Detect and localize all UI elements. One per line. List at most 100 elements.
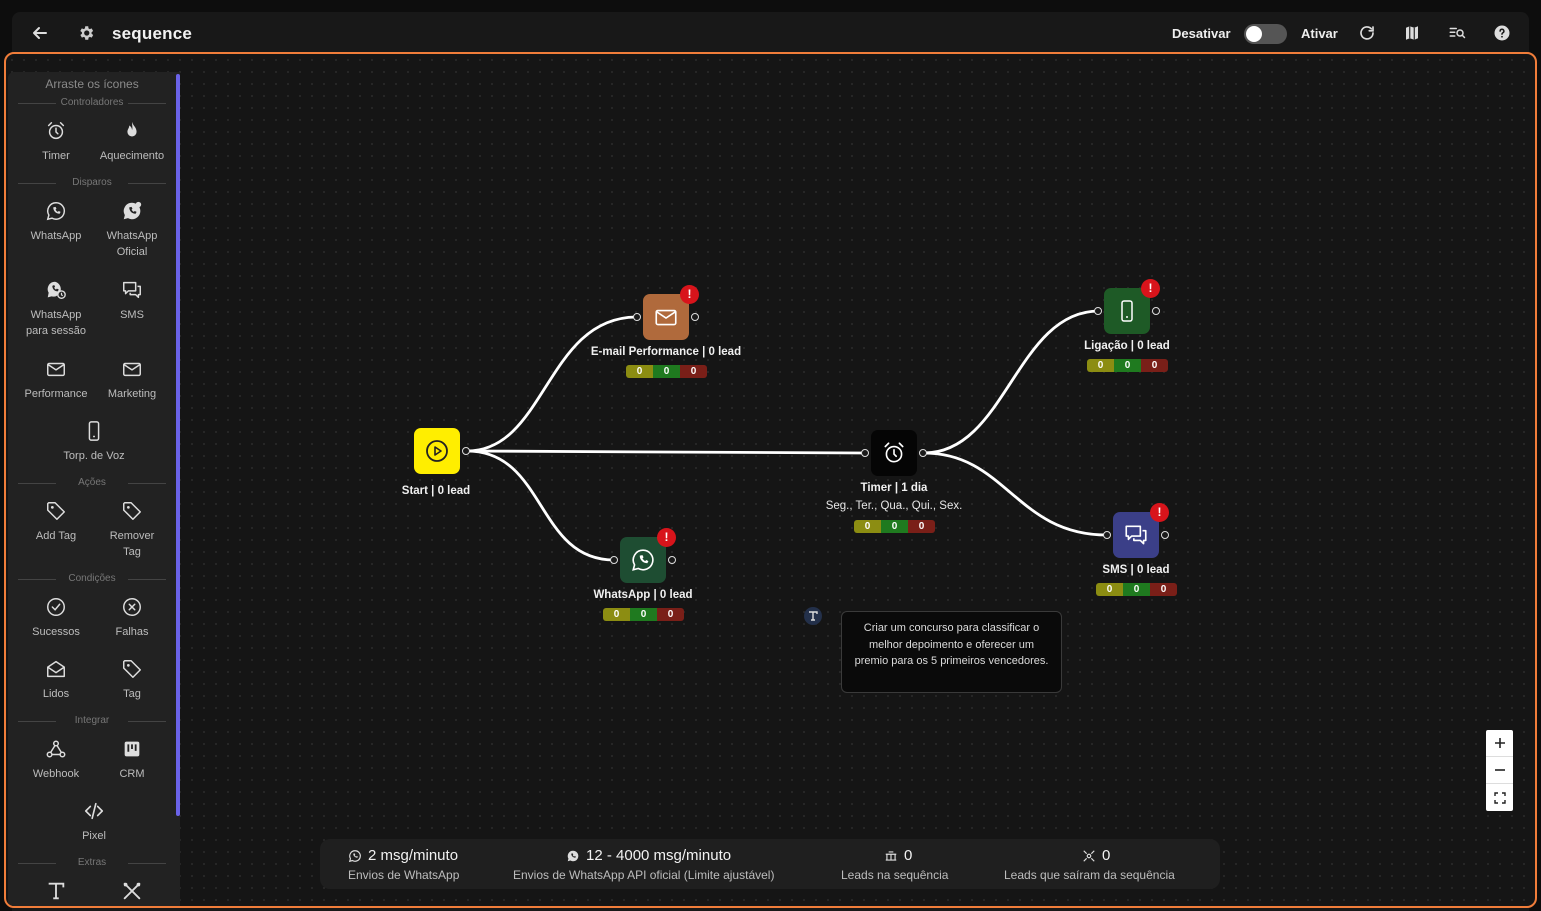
call-node-label: Ligação | 0 lead: [1084, 340, 1170, 352]
timer-node[interactable]: [871, 430, 917, 476]
tool-voice[interactable]: Torp. de Voz: [56, 420, 132, 464]
stat-desc: Leads na sequência: [841, 868, 949, 882]
minus-icon: [1494, 769, 1505, 771]
tool-failures[interactable]: Falhas: [94, 596, 170, 640]
tool-read[interactable]: Lidos: [18, 658, 94, 702]
activation-toggle[interactable]: [1244, 24, 1287, 44]
tool-whatsapp-session[interactable]: WhatsApp para sessão: [18, 279, 94, 339]
tool-tag-condition[interactable]: Tag: [94, 658, 170, 702]
webhook-icon: [46, 740, 66, 758]
users-icon: [885, 850, 897, 861]
tool-label: Pixel: [82, 830, 106, 842]
timer-days: Seg., Ter., Qua., Qui., Sex.: [825, 500, 963, 512]
tool-label: Timer: [42, 150, 70, 162]
tool-text-note[interactable]: [18, 880, 94, 906]
section-controllers: Controladores: [18, 97, 166, 109]
sms-output-port[interactable]: [1161, 531, 1169, 539]
sticky-note[interactable]: Criar um concurso para classificar o mel…: [841, 611, 1062, 693]
start-output-port[interactable]: [462, 447, 470, 455]
palette-heading: Arraste os ícones: [45, 77, 139, 91]
call-output-port[interactable]: [1152, 307, 1160, 315]
tool-remove-tag[interactable]: Remover Tag: [94, 500, 170, 560]
phone-icon: [1121, 300, 1133, 322]
section-conditions: Condições: [18, 573, 166, 585]
whatsapp-icon: [348, 849, 361, 862]
back-arrow-icon[interactable]: [30, 23, 50, 43]
start-node[interactable]: [414, 428, 460, 474]
count-failed: 0: [1150, 583, 1177, 596]
tool-tools[interactable]: [94, 880, 170, 906]
fit-view-button[interactable]: [1486, 784, 1513, 811]
email-node-label: E-mail Performance | 0 lead: [590, 346, 742, 358]
tool-timer[interactable]: Timer: [18, 120, 94, 164]
tag-icon: [123, 660, 141, 678]
tool-webhook[interactable]: Webhook: [18, 738, 94, 782]
tool-email-marketing[interactable]: Marketing: [94, 358, 170, 402]
tool-sms[interactable]: SMS: [94, 279, 170, 323]
tag-icon: [123, 502, 141, 520]
tool-label: Sucessos: [32, 626, 80, 638]
zoom-controls: [1486, 730, 1513, 811]
edge-start-timer: [466, 449, 866, 455]
whatsapp-counts: 0 0 0: [603, 608, 684, 621]
refresh-icon[interactable]: [1358, 24, 1376, 42]
section-integrate: Integrar: [18, 715, 166, 727]
flow-canvas[interactable]: Arraste os ícones Controladores Timer Aq…: [4, 52, 1537, 908]
count-success: 0: [653, 365, 680, 378]
stat-leads-in: 0 Leads na sequência: [841, 839, 948, 882]
help-icon[interactable]: [1493, 24, 1511, 42]
tool-warmup[interactable]: Aquecimento: [94, 120, 170, 164]
tool-whatsapp-official[interactable]: WhatsApp Oficial: [94, 200, 170, 260]
deactivate-label: Desativar: [1172, 26, 1231, 41]
edge-start-email: [466, 315, 638, 453]
map-icon[interactable]: [1403, 24, 1421, 42]
sms-node-label: SMS | 0 lead: [1102, 564, 1170, 576]
count-failed: 0: [1141, 359, 1168, 372]
call-node[interactable]: [1104, 288, 1150, 334]
timer-input-port[interactable]: [861, 449, 869, 457]
search-list-icon[interactable]: [1448, 24, 1466, 42]
tool-label: CRM: [119, 768, 145, 780]
sms-node[interactable]: [1113, 512, 1159, 558]
warning-badge[interactable]: !: [657, 528, 676, 547]
envelope-open-icon: [47, 660, 65, 678]
whatsapp-input-port[interactable]: [610, 556, 618, 564]
whatsapp-node[interactable]: [620, 537, 666, 583]
code-icon: [84, 802, 104, 820]
call-input-port[interactable]: [1094, 307, 1102, 315]
section-extras: Extras: [18, 857, 166, 869]
gear-icon[interactable]: [77, 24, 95, 42]
zoom-out-button[interactable]: [1486, 757, 1513, 784]
count-success: 0: [881, 520, 908, 533]
zoom-in-button[interactable]: [1486, 730, 1513, 757]
stat-whatsapp-rate: 2 msg/minuto Envios de WhatsApp: [348, 839, 459, 882]
top-bar: sequence Desativar Ativar: [12, 12, 1529, 54]
whatsapp-output-port[interactable]: [668, 556, 676, 564]
edge-start-whatsapp: [466, 449, 615, 562]
tool-success[interactable]: Sucessos: [18, 596, 94, 640]
warning-badge[interactable]: !: [1141, 279, 1160, 298]
tool-crm[interactable]: CRM: [94, 738, 170, 782]
tool-pixel[interactable]: Pixel: [56, 800, 132, 844]
warning-badge[interactable]: !: [1150, 503, 1169, 522]
timer-node-label: Timer | 1 dia: [860, 482, 928, 494]
play-icon: [426, 440, 448, 462]
email-output-port[interactable]: [691, 313, 699, 321]
tool-label: Torp. de Voz: [63, 450, 125, 462]
tool-whatsapp[interactable]: WhatsApp: [18, 200, 94, 244]
email-input-port[interactable]: [633, 313, 641, 321]
start-node-label: Start | 0 lead: [401, 485, 471, 497]
palette-scrollbar[interactable]: [176, 74, 180, 816]
warning-badge[interactable]: !: [680, 285, 699, 304]
tool-add-tag[interactable]: Add Tag: [18, 500, 94, 544]
note-handle-icon[interactable]: [804, 607, 822, 625]
email-node[interactable]: [643, 294, 689, 340]
tool-label: Tag: [123, 688, 141, 700]
section-actions: Ações: [18, 477, 166, 489]
tool-email-performance[interactable]: Performance: [18, 358, 94, 402]
toggle-knob: [1246, 26, 1262, 42]
timer-output-port[interactable]: [919, 449, 927, 457]
sms-input-port[interactable]: [1103, 531, 1111, 539]
tool-palette: Arraste os ícones Controladores Timer Aq…: [8, 72, 180, 906]
section-dispatches: Disparos: [18, 177, 166, 189]
